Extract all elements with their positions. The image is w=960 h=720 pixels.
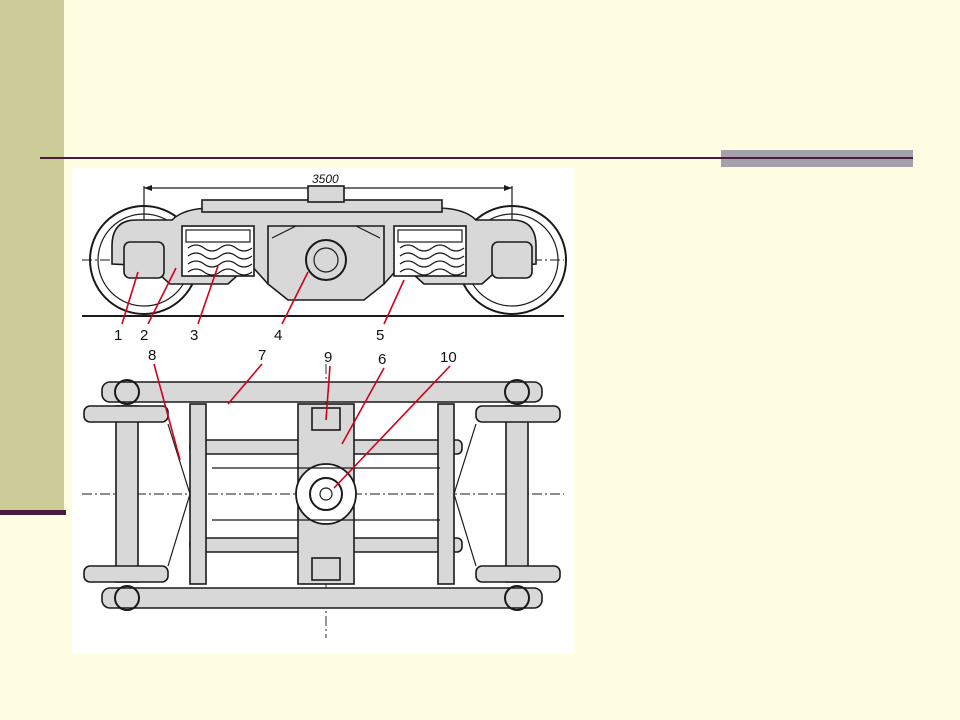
diagonal-rods [167, 423, 477, 567]
wheelset-left-axle [115, 405, 139, 583]
sidebar-band [0, 0, 64, 513]
title-divider-accent [721, 150, 913, 167]
title-divider [40, 157, 913, 159]
svg-text:6: 6 [378, 351, 386, 368]
wheelset-right-axle [505, 405, 529, 583]
wheel-bottom-right [475, 565, 561, 583]
plan-view [82, 364, 564, 638]
callout-6: 6 [341, 351, 386, 445]
spring-set-right [393, 225, 467, 277]
svg-text:1: 1 [114, 327, 122, 344]
callout-8: 8 [148, 347, 181, 461]
side-frame-bottom [101, 587, 543, 609]
dimension-label: 3500 [312, 172, 339, 186]
callout-1: 1 [114, 271, 139, 344]
wheel-bottom-left [83, 565, 169, 583]
callout-7: 7 [227, 347, 266, 405]
spring-set-left [181, 225, 255, 277]
svg-text:5: 5 [376, 327, 384, 344]
callout-9: 9 [324, 349, 332, 421]
center-bowl [307, 185, 345, 203]
center-plate [295, 463, 357, 525]
bolster-center [267, 225, 385, 301]
side-frame-top [101, 381, 543, 403]
callout-3: 3 [190, 265, 219, 344]
side-bearing-bottom [311, 557, 341, 581]
axle-box-right [491, 241, 533, 279]
svg-text:7: 7 [258, 347, 266, 364]
svg-text:9: 9 [324, 349, 332, 366]
callout-10: 10 [333, 349, 457, 489]
svg-text:2: 2 [140, 327, 148, 344]
wheel-top-right [475, 405, 561, 423]
callout-4: 4 [274, 271, 309, 344]
svg-text:8: 8 [148, 347, 156, 364]
transom-left [189, 403, 207, 585]
sidebar-underline [0, 510, 66, 515]
svg-text:3: 3 [190, 327, 198, 344]
callout-5: 5 [376, 279, 405, 344]
svg-text:10: 10 [440, 349, 457, 366]
axle-box-left [123, 241, 165, 279]
transom-right [437, 403, 455, 585]
bogie-drawing: 3500 [82, 172, 567, 638]
wheel-top-left [83, 405, 169, 423]
bogie-diagram: 3500 [72, 168, 574, 654]
callout-2: 2 [140, 267, 177, 344]
svg-text:4: 4 [274, 327, 282, 344]
